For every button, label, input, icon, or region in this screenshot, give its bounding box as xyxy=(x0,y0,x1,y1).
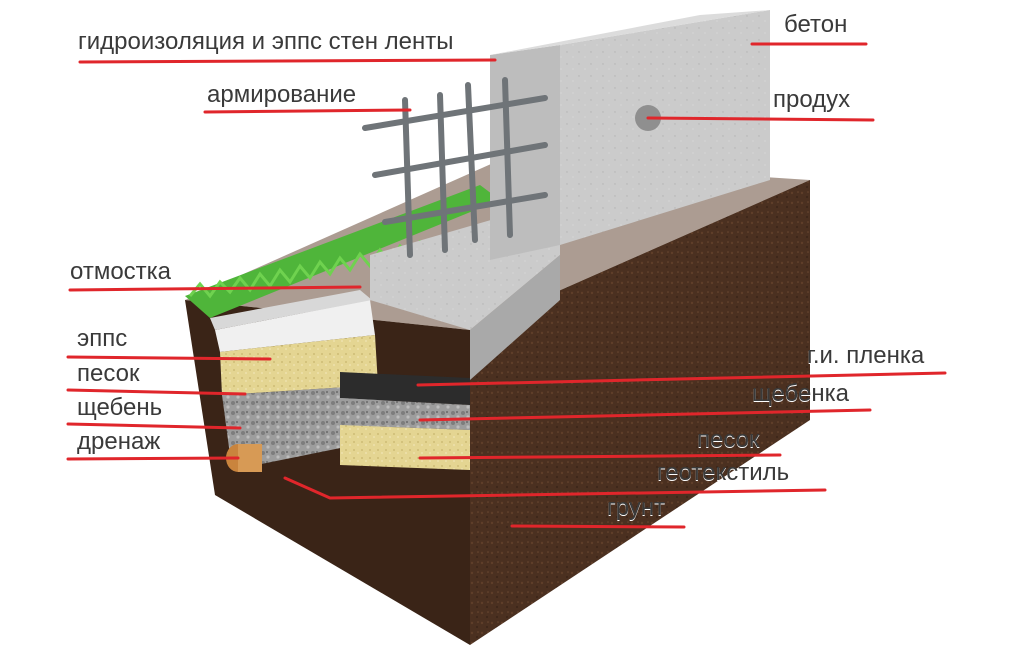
label-concrete: бетон xyxy=(784,11,848,38)
label-blind-area: отмостка xyxy=(70,258,172,285)
sand-layer-left xyxy=(220,335,378,395)
leader-lines xyxy=(66,42,947,529)
epps-layer xyxy=(215,300,375,352)
leader-geotextile xyxy=(283,476,827,500)
label-reinforcement: армирование xyxy=(207,81,357,108)
label-gravel-left: щебень xyxy=(77,394,163,421)
label-geotextile: геотекстиль xyxy=(657,459,790,486)
label-vent: продух xyxy=(773,86,851,113)
label-gravel-right: щебенка xyxy=(752,380,850,407)
leader-reinforcement xyxy=(203,108,412,114)
sand-layer-right xyxy=(340,425,470,470)
label-waterproofing: гидроизоляция и эппс стен ленты xyxy=(78,28,454,55)
leader-film xyxy=(416,371,947,387)
label-drainage: дренаж xyxy=(77,428,161,455)
leader-sand-right xyxy=(418,453,782,460)
label-sand-right: песок xyxy=(697,426,760,453)
label-soil: грунт xyxy=(607,494,666,521)
film-layer xyxy=(340,372,470,405)
gravel-layer-right xyxy=(340,398,470,430)
trench-layers-right xyxy=(340,372,470,470)
label-film: г.и. пленка xyxy=(807,342,925,369)
leader-waterproofing xyxy=(78,58,497,64)
label-epps: эппс xyxy=(77,325,128,352)
leader-drainage xyxy=(66,456,240,461)
leader-blind-area xyxy=(68,285,362,292)
leader-epps xyxy=(66,355,272,361)
leader-vent xyxy=(646,116,875,122)
leader-gravel-left xyxy=(66,422,242,430)
leader-gravel-right xyxy=(418,408,872,422)
rebar-cage xyxy=(362,77,548,258)
leader-sand-left xyxy=(66,388,247,396)
label-sand-left: песок xyxy=(77,360,140,387)
leader-soil xyxy=(510,524,686,529)
